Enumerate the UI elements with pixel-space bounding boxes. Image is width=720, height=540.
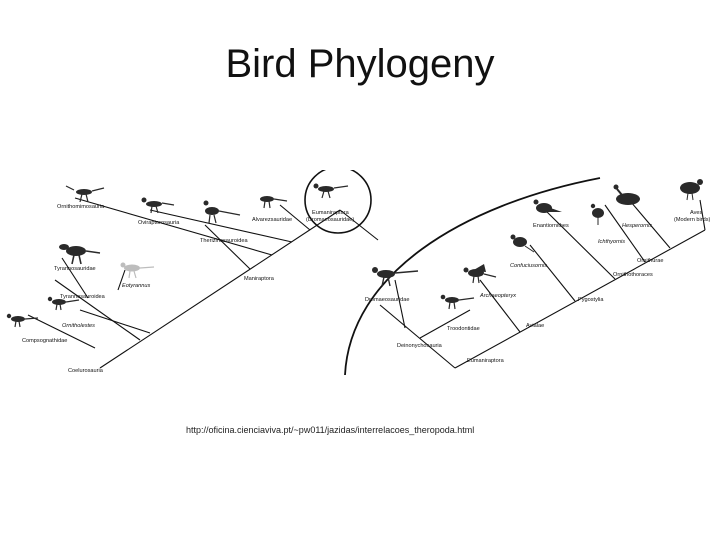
branch-deinonychosauria <box>379 304 456 369</box>
label-tyrannosauroidea: Tyrannosauroidea <box>60 294 106 300</box>
branch-eumaniraptora-trunk <box>454 229 706 369</box>
silhouette-enantiornithine <box>533 199 562 213</box>
branch-oviraptorosauria <box>149 209 293 243</box>
branch-aves <box>699 199 706 231</box>
label-compsognathidae: Compsognathidae <box>22 338 67 344</box>
label-alvarezsauridae: Alvarezsauridae <box>252 217 292 223</box>
label-aves: Aves <box>690 210 703 216</box>
silhouette-ichthyornis <box>590 203 604 225</box>
zoom-arc <box>344 177 601 375</box>
branch-alvarezsauridae <box>279 204 311 231</box>
silhouette-modern-bird <box>680 179 703 201</box>
phylogeny-tree-svg: Ornithomimosauria Oviraptorosauria Alvar… <box>6 170 711 375</box>
branch-main-trunk <box>99 209 341 369</box>
branch-enantiornithes <box>544 209 616 280</box>
branch-archaeopteryx <box>479 279 521 333</box>
silhouette-ornitholestes <box>47 296 80 311</box>
silhouette-dromaeosaurid <box>372 267 419 287</box>
label-therizinosauroidea: Therizinosauroidea <box>200 238 248 244</box>
silhouette-alvarezsaur <box>260 196 288 209</box>
silhouette-ornithomimosaur <box>65 185 105 203</box>
tree-branches-right <box>379 194 706 369</box>
silhouette-archaeopteryx <box>463 264 497 284</box>
silhouette-therizinosaur <box>203 200 241 224</box>
label-hesperornis: Hesperornis <box>622 223 652 229</box>
branch-tyrannosauridae <box>61 257 89 299</box>
label-tyrannosauridae: Tyrannosauridae <box>54 266 96 272</box>
phylogeny-diagram: Ornithomimosauria Oviraptorosauria Alvar… <box>0 170 720 375</box>
label-enantiornithes: Enantiornithes <box>533 223 569 229</box>
slide-title: Bird Phylogeny <box>225 42 495 86</box>
label-dromaeosauridae: Dromaeosauridae <box>365 297 409 303</box>
label-deinonychosauria: Deinonychosauria <box>397 343 443 349</box>
label-archaeopteryx: Archaeopteryx <box>479 293 516 299</box>
label-ichthyornis: Ichthyornis <box>598 239 625 245</box>
branch-ornitholestes <box>79 309 151 334</box>
label-eumaniraptora: Eumaniraptora <box>467 358 505 364</box>
silhouette-eotyrannus <box>120 262 155 279</box>
silhouette-compsognathid <box>6 313 39 328</box>
label-maniraptora: Maniraptora <box>244 276 275 282</box>
branch-therizinosauroidea <box>204 224 251 270</box>
eumaniraptora-highlight-circle <box>304 170 372 234</box>
branch-ornithomimosauria <box>74 197 273 256</box>
silhouette-dromaeosaur-circle <box>313 183 349 199</box>
branch-confuciusornis <box>529 244 576 302</box>
label-pygostylia: Pygostylia <box>578 297 604 303</box>
tree-branches-left <box>27 197 379 369</box>
label-eotyrannus: Eotyrannus <box>122 283 150 289</box>
label-coelurosauria: Coelurosauria <box>68 368 104 374</box>
silhouette-troodontid <box>440 294 475 310</box>
branch-dromaeosauridae <box>394 279 406 329</box>
silhouette-tyrannosaur <box>59 244 101 265</box>
label-eumaniraptora-circle: Eumaniraptora <box>312 210 350 216</box>
branch-ichthyornis <box>604 204 646 263</box>
label-ornitholestes: Ornitholestes <box>62 323 95 329</box>
label-modern-birds: (Modern birds) <box>674 217 711 223</box>
label-ornithothoraces: Ornithothoraces <box>613 272 653 278</box>
label-oviraptorosauria: Oviraptorosauria <box>138 220 180 226</box>
branch-compsognathidae <box>27 314 96 349</box>
label-confuciusornis: Confuciusornis <box>510 263 547 269</box>
silhouettes <box>6 179 703 328</box>
silhouette-oviraptorosaur <box>141 197 175 214</box>
silhouette-confuciusornis <box>510 234 535 253</box>
branch-troodontidae <box>419 309 471 339</box>
branch-eotyrannus <box>117 269 126 291</box>
branch-tyrannosauroidea <box>54 279 141 341</box>
source-url: http://oficina.cienciaviva.pt/~pw011/jaz… <box>186 425 475 435</box>
label-avialae: Avialae <box>526 323 544 329</box>
label-ornithurae: Ornithurae <box>637 258 663 264</box>
label-dromaeosauridae-circle: (Dromaeosauridae) <box>306 217 354 223</box>
silhouette-hesperornis <box>613 184 640 205</box>
label-troodontidae: Troodontidae <box>447 326 480 332</box>
label-ornithomimosauria: Ornithomimosauria <box>57 204 105 210</box>
